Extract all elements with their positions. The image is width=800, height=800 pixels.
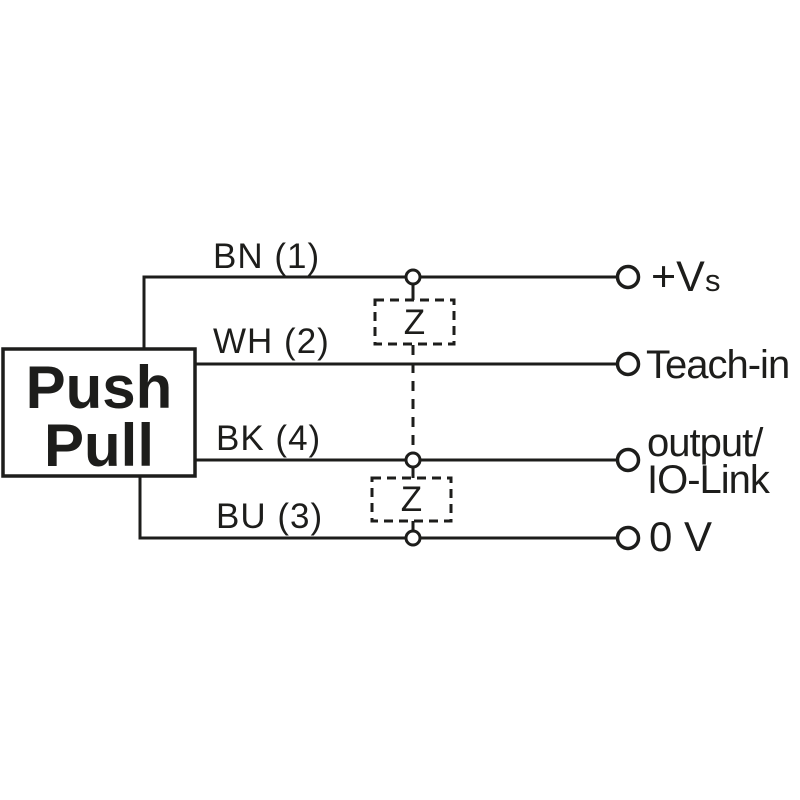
device-label-line2: Pull (44, 412, 154, 479)
wires (138, 275, 618, 540)
terminal-0v (615, 525, 641, 551)
terminal-teach-in (615, 351, 641, 377)
junction-node-bn (404, 268, 422, 286)
wire-label-bn: BN (1) (213, 237, 320, 276)
z-diode-box-icon (373, 298, 456, 346)
junction-nodes (404, 268, 422, 547)
junction-node-bu (404, 529, 422, 547)
terminal-label-output: output/ (647, 421, 764, 465)
push-pull-box (1, 347, 197, 478)
device-label-line1: Push (26, 354, 173, 421)
terminal-label-vs-subscript: s (705, 263, 721, 298)
device-box: Push Pull (1, 347, 197, 479)
terminal-label-teach-in: Teach-in (646, 343, 789, 387)
wire-label-bk: BK (4) (216, 419, 321, 458)
wire-label-wh: WH (2) (213, 322, 330, 361)
suppressor-box-1: Z (373, 298, 456, 346)
wire-labels: BN (1) WH (2) BK (4) BU (3) (213, 237, 330, 536)
terminal-label-io-link: IO-Link (647, 458, 771, 502)
terminals (615, 264, 641, 551)
terminal-output (615, 447, 641, 473)
z-symbol: Z (404, 303, 425, 342)
terminal-label-0v: 0 V (649, 513, 712, 560)
terminal-vs (615, 264, 641, 290)
terminal-label-vs: +V (651, 253, 705, 301)
z-symbol: Z (401, 480, 422, 519)
terminal-labels: +V s Teach-in output/ IO-Link 0 V (646, 253, 790, 560)
suppressor-box-2: Z (370, 476, 453, 523)
wire-label-bu: BU (3) (216, 497, 323, 536)
z-diode-box-icon (370, 476, 453, 523)
junction-node-bk (404, 451, 422, 469)
